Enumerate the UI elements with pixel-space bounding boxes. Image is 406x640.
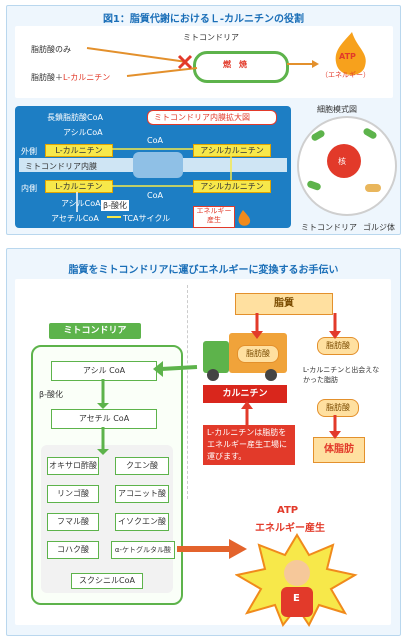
zoom-title: ミトコンドリア内膜拡大図 bbox=[154, 113, 250, 122]
flame-icon bbox=[335, 32, 366, 75]
golgi-label: ゴルジ体 bbox=[363, 223, 395, 232]
tca-2-0: フマル酸 bbox=[47, 513, 99, 531]
inner-label: 内側 bbox=[21, 184, 37, 193]
to-atp-arrowhead bbox=[312, 60, 319, 68]
fat-plus-arrow bbox=[126, 67, 198, 77]
energy-prod-label: エネルギー産生 bbox=[255, 523, 325, 534]
beta-label: β-酸化 bbox=[39, 390, 63, 399]
tca-0-1: クエン酸 bbox=[115, 457, 169, 475]
figure1-panel: 図1：脂質代謝におけるＬ-カルニチンの役割 ミトコンドリア 脂肪酸のみ 脂肪酸＋… bbox=[6, 5, 401, 235]
truck-cab bbox=[203, 341, 229, 373]
energy-gen-box: エネルギー産生 bbox=[193, 206, 235, 228]
blocked-x-icon bbox=[177, 54, 193, 70]
succinyl-box: スクシニルCoA bbox=[71, 573, 143, 589]
right-down-head bbox=[329, 431, 341, 439]
acetyl-coa-label: アセチルCoA bbox=[51, 214, 99, 223]
lipid-box: 脂質 bbox=[235, 293, 333, 315]
atp-label-2: ATP bbox=[277, 505, 299, 516]
lipid-to-truck-head bbox=[251, 331, 263, 339]
tca-3-0: コハク酸 bbox=[47, 541, 99, 559]
coa-bottom: CoA bbox=[147, 191, 163, 200]
fig2-divider bbox=[187, 285, 188, 499]
tca-1-0: リンゴ酸 bbox=[47, 485, 99, 503]
person-body bbox=[281, 587, 313, 617]
tca-to-energy-head bbox=[229, 539, 247, 559]
lipid-to-right-head bbox=[329, 331, 341, 339]
figure2-title: 脂質をミトコンドリアに運びエネルギーに変換するお手伝い bbox=[68, 265, 339, 276]
energy-label: （エネルギー） bbox=[321, 71, 370, 79]
membrane-channel bbox=[133, 152, 183, 178]
note-up-head bbox=[241, 401, 253, 409]
acyl-carnitine-inner: アシルカルニチン bbox=[193, 180, 271, 193]
flame-small-icon bbox=[238, 210, 251, 226]
fatty-acid-right-2: 脂肪酸 bbox=[317, 399, 359, 417]
mito-label: ミトコンドリア bbox=[183, 33, 239, 42]
cell-title: 細胞模式図 bbox=[317, 105, 357, 114]
outer-label: 外側 bbox=[21, 147, 37, 156]
acyl-coa-top: アシルCoA bbox=[63, 128, 103, 137]
golgi-shape bbox=[365, 184, 381, 192]
mito-cell-label: ミトコンドリア bbox=[301, 223, 357, 232]
person-head bbox=[284, 560, 310, 586]
tca-0-0: オキサロ酢酸 bbox=[47, 457, 99, 475]
no-meet-label: L-カルニチンと出会えなかった脂肪 bbox=[303, 366, 380, 384]
long-chain-label: 長鎖脂肪酸CoA bbox=[47, 113, 103, 122]
mito-header: ミトコンドリア bbox=[49, 323, 141, 339]
shirt-letter: E bbox=[293, 593, 300, 604]
acyl-carnitine-outer: アシルカルニチン bbox=[193, 144, 271, 157]
figure1-title: 図1：脂質代謝におけるＬ-カルニチンの役割 bbox=[102, 14, 305, 25]
atp-label: ATP bbox=[339, 52, 356, 61]
truck-to-mito bbox=[160, 365, 198, 371]
combustion-oval bbox=[193, 51, 289, 83]
truck-to-mito-head bbox=[153, 361, 163, 377]
fat-only-label: 脂肪酸のみ bbox=[31, 45, 71, 54]
fig2-arrows bbox=[97, 313, 341, 559]
combustion-label: 燃 焼 bbox=[223, 60, 247, 69]
nucleus-circle bbox=[327, 144, 361, 178]
fat-plus-carnitine: L-カルニチン bbox=[63, 73, 111, 82]
zoom-title-box bbox=[147, 110, 277, 125]
l-carnitine-outer: L-カルニチン bbox=[45, 144, 113, 157]
fig1-top-arrows bbox=[86, 32, 366, 77]
coa-top: CoA bbox=[147, 136, 163, 145]
fatty-acid-right-1: 脂肪酸 bbox=[317, 337, 359, 355]
acyl-down-head bbox=[97, 403, 109, 409]
fatty-acid-truck: 脂肪酸 bbox=[237, 345, 279, 363]
truck-wheel-2 bbox=[265, 369, 277, 381]
tca-2-1: イソクエン酸 bbox=[115, 513, 169, 531]
fat-plus-label: 脂肪酸＋L-カルニチン bbox=[31, 72, 110, 83]
inner-membrane-label: ミトコンドリア内膜 bbox=[25, 162, 97, 171]
beta-ox-label: β-酸化 bbox=[101, 200, 129, 211]
figure2-panel: 脂質をミトコンドリアに運びエネルギーに変換するお手伝い ミトコンドリア アシル … bbox=[6, 248, 401, 636]
fat-only-arrow bbox=[86, 47, 188, 63]
body-fat-box: 体脂肪 bbox=[313, 437, 365, 463]
nucleus-label: 核 bbox=[338, 157, 346, 166]
tca-label: TCAサイクル bbox=[123, 214, 171, 223]
fat-plus-prefix: 脂肪酸＋ bbox=[31, 73, 63, 82]
tca-1-1: アコニット酸 bbox=[115, 485, 169, 503]
tca-3-1: α-ケトグルタル酸 bbox=[111, 541, 175, 559]
carnitine-box: カルニチン bbox=[203, 385, 287, 403]
acyl-coa-bottom: アシルCoA bbox=[61, 199, 101, 208]
note-box: L-カルニチンは脂肪をエネルギー産生工場に運びます。 bbox=[203, 425, 295, 465]
zoom-arrows bbox=[76, 148, 251, 226]
truck-wheel-1 bbox=[207, 369, 219, 381]
energy-burst bbox=[235, 533, 358, 627]
acetyl-down-head bbox=[97, 449, 109, 455]
